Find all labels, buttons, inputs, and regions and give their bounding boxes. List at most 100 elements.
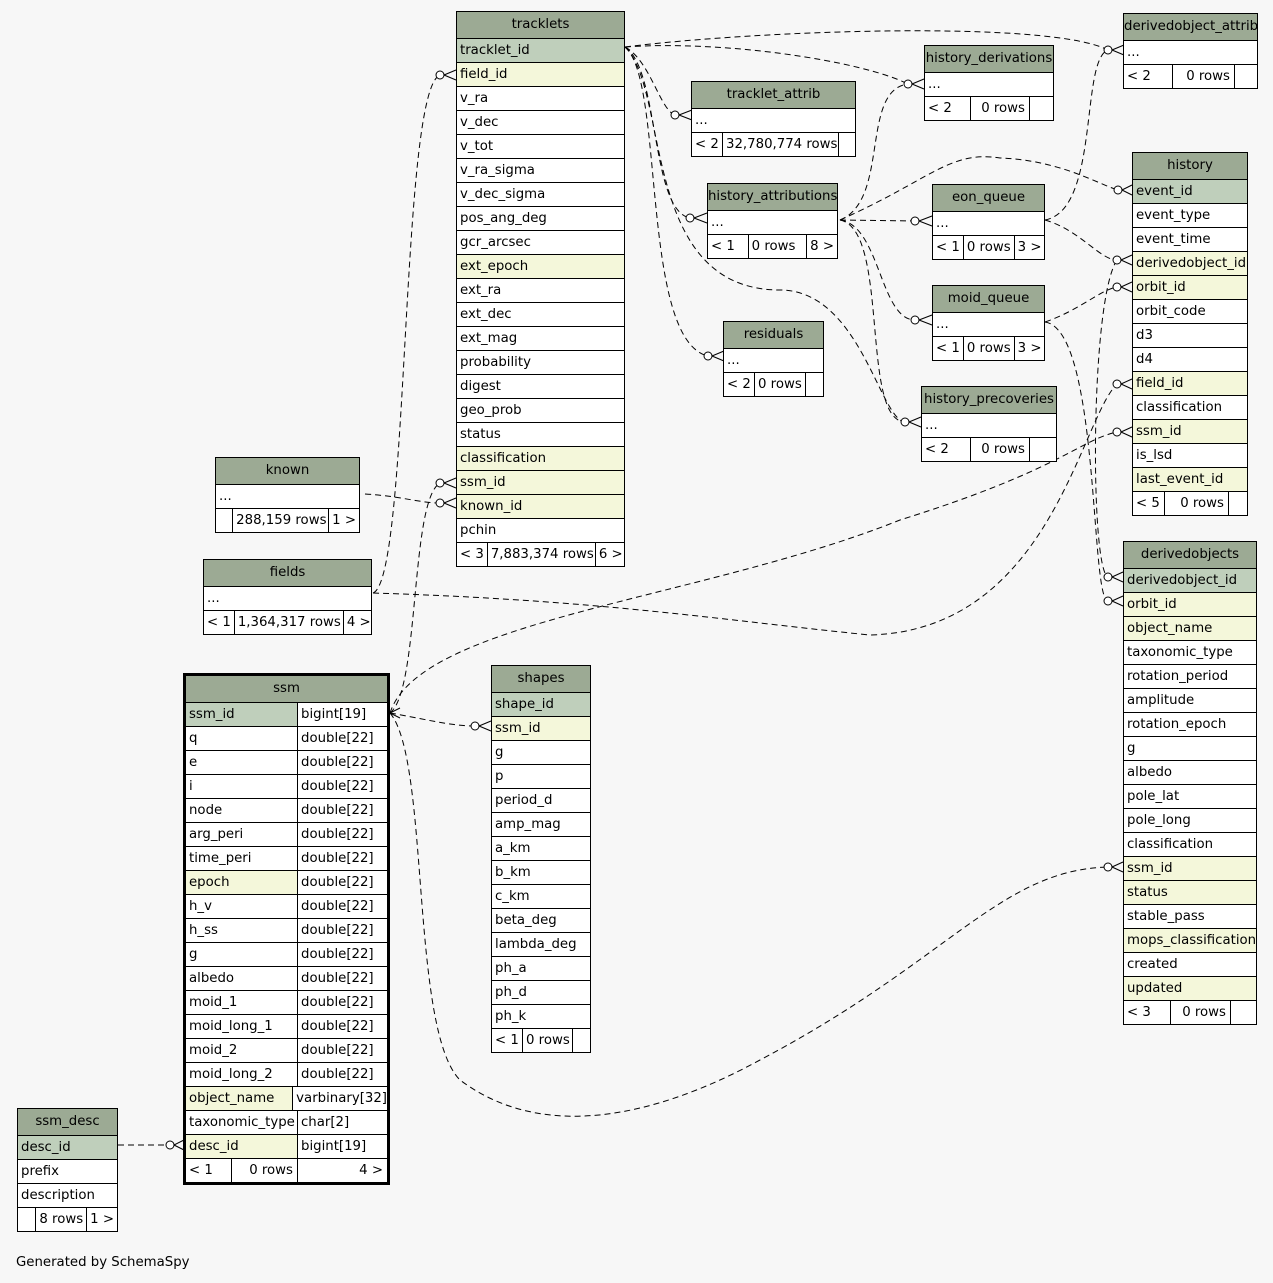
table-footer: < 2 0 rows <box>1124 64 1257 88</box>
table-history-derivations[interactable]: history_derivations ... < 2 0 rows <box>924 45 1054 121</box>
column-d4: d4 <box>1133 347 1247 371</box>
rel-tracklets-history-attributions <box>624 46 691 219</box>
table-title: tracklets <box>457 12 624 38</box>
column-orbit-id: orbit_id <box>1133 275 1247 299</box>
rel-known-tracklets <box>364 493 441 504</box>
rel-ssm-shapes <box>389 712 476 727</box>
parents-count: < 3 <box>460 547 484 562</box>
table-title: tracklet_attrib <box>692 82 855 108</box>
table-tracklet-attrib[interactable]: tracklet_attrib ... < 2 32,780,774 rows <box>691 81 856 157</box>
column-classification: classification <box>1124 832 1256 856</box>
rel-ssm-tracklets <box>389 482 441 714</box>
column-ssm-id: ssm_id <box>1124 856 1256 880</box>
column-status: status <box>1124 880 1256 904</box>
table-tracklets[interactable]: tracklets tracklet_id field_id v_ra v_de… <box>456 11 625 567</box>
column-event-type: event_type <box>1133 203 1247 227</box>
rel-eon-history <box>1044 219 1118 261</box>
parents-count: < 1 <box>711 239 735 254</box>
column-c-km: c_km <box>492 884 590 908</box>
row-count: 288,159 rows <box>232 509 328 532</box>
column-b-km: b_km <box>492 860 590 884</box>
generated-by-label: Generated by SchemaSpy <box>16 1255 190 1270</box>
column-rotation-period: rotation_period <box>1124 664 1256 688</box>
table-history[interactable]: history event_id event_type event_time d… <box>1132 152 1248 516</box>
rel-tracklets-residuals <box>624 46 709 357</box>
parents-count: < 1 <box>495 1033 519 1048</box>
column-event-time: event_time <box>1133 227 1247 251</box>
column-g: g <box>1124 736 1256 760</box>
table-title: ssm_desc <box>18 1109 117 1135</box>
column-stable-pass: stable_pass <box>1124 904 1256 928</box>
parents-count: < 2 <box>928 101 952 116</box>
rel-history-attributions-derivations <box>839 83 909 221</box>
column-ellipsis: ... <box>216 484 359 508</box>
table-derivedobject-attrib[interactable]: derivedobject_attrib ... < 2 0 rows <box>1123 13 1258 89</box>
table-title: known <box>216 458 359 484</box>
column-field-id: field_id <box>457 62 624 86</box>
rel-derivedobjects-history <box>1094 259 1118 578</box>
column-ellipsis: ... <box>933 312 1044 336</box>
rel-tracklets-history-precoveries <box>624 46 906 423</box>
table-title: fields <box>204 560 371 586</box>
column-created: created <box>1124 952 1256 976</box>
children-count: 3 > <box>1013 337 1044 360</box>
table-footer: < 1 1,364,317 rows 4 > <box>204 610 371 634</box>
row-count: 7,883,374 rows <box>486 543 595 566</box>
column-ellipsis: ... <box>933 211 1044 235</box>
parents-count: < 2 <box>695 137 719 152</box>
children-count: 4 > <box>342 611 371 634</box>
column-p: p <box>492 764 590 788</box>
column-geo-prob: geo_prob <box>457 398 624 422</box>
children-count <box>838 133 855 156</box>
table-footer: < 1 0 rows 4 > <box>186 1158 387 1182</box>
rel-moid-derivedobjects <box>1044 321 1109 602</box>
column-v-dec: v_dec <box>457 110 624 134</box>
table-footer: < 2 0 rows <box>724 372 823 396</box>
column-digest: digest <box>457 374 624 398</box>
table-shapes[interactable]: shapes shape_id ssm_id g p period_d amp_… <box>491 665 591 1053</box>
table-derivedobjects[interactable]: derivedobjects derivedobject_id orbit_id… <box>1123 541 1257 1025</box>
table-footer: < 1 0 rows <box>492 1028 590 1052</box>
table-history-precoveries[interactable]: history_precoveries ... < 2 0 rows <box>921 386 1057 462</box>
table-moid-queue[interactable]: moid_queue ... < 1 0 rows 3 > <box>932 285 1045 361</box>
rel-ssm-derivedobjects <box>389 712 1109 1117</box>
rel-fields-history <box>372 383 1118 636</box>
table-fields[interactable]: fields ... < 1 1,364,317 rows 4 > <box>203 559 372 635</box>
column-ellipsis: ... <box>708 210 837 234</box>
row-count: 0 rows <box>1170 1001 1230 1024</box>
parents-count: < 1 <box>189 1163 213 1178</box>
row-count: 0 rows <box>747 235 807 258</box>
column-ellipsis: ... <box>1124 40 1257 64</box>
rel-tracklets-history-derivations <box>624 45 909 85</box>
parents-count: < 2 <box>727 377 751 392</box>
row-count: 32,780,774 rows <box>722 133 838 156</box>
table-eon-queue[interactable]: eon_queue ... < 1 0 rows 3 > <box>932 184 1045 260</box>
table-footer: < 1 0 rows 8 > <box>708 234 837 258</box>
table-history-attributions[interactable]: history_attributions ... < 1 0 rows 8 > <box>707 183 838 259</box>
row-count: 0 rows <box>970 97 1029 120</box>
column-amplitude: amplitude <box>1124 688 1256 712</box>
column-pchin: pchin <box>457 518 624 542</box>
children-count <box>1029 438 1056 461</box>
column-v-dec-sigma: v_dec_sigma <box>457 182 624 206</box>
table-title: history <box>1133 153 1247 179</box>
children-count <box>1234 65 1257 88</box>
table-footer: < 5 0 rows <box>1133 491 1247 515</box>
table-ssm-desc[interactable]: ssm_desc desc_id prefix description 8 ro… <box>17 1108 118 1232</box>
table-title: history_precoveries <box>922 387 1056 413</box>
table-title: derivedobjects <box>1124 542 1256 568</box>
table-residuals[interactable]: residuals ... < 2 0 rows <box>723 321 824 397</box>
column-orbit-id: orbit_id <box>1124 592 1256 616</box>
column-status: status <box>457 422 624 446</box>
rel-history-attributions-moid <box>839 219 916 321</box>
table-known[interactable]: known ... 288,159 rows 1 > <box>215 457 360 533</box>
